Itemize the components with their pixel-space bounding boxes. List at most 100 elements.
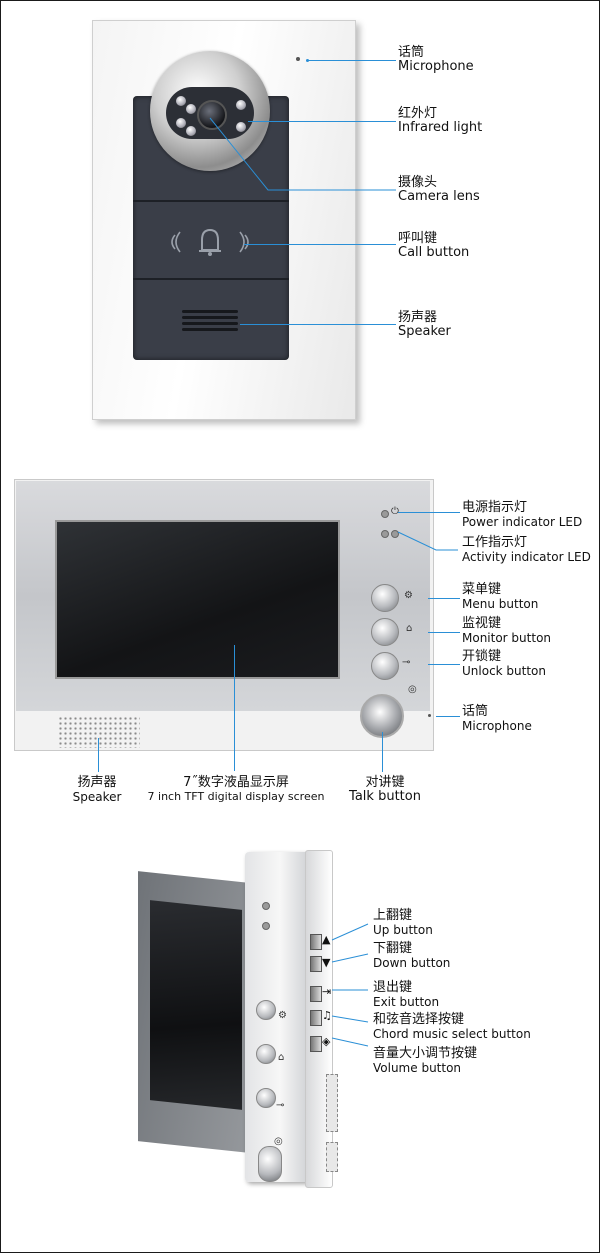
- leader-line: [240, 324, 396, 325]
- label-en: Monitor button: [462, 631, 552, 645]
- leader-line: [428, 664, 460, 665]
- label-cn: 和弦音选择按键: [373, 1012, 465, 1027]
- label-talk-button: 对讲键 Talk button: [346, 775, 424, 804]
- power-icon: ⏻: [391, 506, 399, 517]
- leader-line-diagonal: [209, 117, 396, 191]
- label-en: Microphone: [398, 59, 474, 74]
- label-camera-lens: 摄像头 Camera lens: [398, 175, 480, 204]
- side-frame: [245, 852, 309, 1182]
- label-en: Up button: [373, 923, 433, 937]
- label-en: Activity indicator LED: [462, 550, 591, 564]
- triangle-up-icon: ▲: [322, 933, 331, 946]
- chord-music-select-button[interactable]: [310, 1010, 322, 1026]
- label-en: Power indicator LED: [462, 515, 583, 529]
- house-icon: ⌂: [406, 623, 413, 634]
- label-unlock-button: 开锁键 Unlock button: [462, 649, 546, 678]
- label-microphone: 话筒 Microphone: [398, 45, 474, 74]
- bell-icon[interactable]: [192, 224, 228, 258]
- label-cn: 菜单键: [462, 582, 502, 597]
- key-icon: ⊸: [276, 1100, 285, 1111]
- label-speaker: 扬声器 Speaker: [398, 310, 451, 339]
- label-cn: 电源指示灯: [462, 500, 528, 515]
- panel-divider: [133, 278, 289, 280]
- label-cn: 扬声器: [77, 775, 117, 790]
- label-en: Speaker: [72, 790, 122, 804]
- power-led: [262, 902, 270, 910]
- label-cn: 退出键: [373, 980, 413, 995]
- label-cn: 话筒: [398, 45, 425, 60]
- label-cn: 7˝数字液晶显示屏: [183, 775, 289, 790]
- label-en: Talk button: [349, 789, 421, 804]
- label-activity-led: 工作指示灯 Activity indicator LED: [462, 535, 591, 564]
- activity-led: [262, 922, 270, 930]
- talk-icon: ◎: [408, 684, 417, 695]
- leader-line: [234, 645, 235, 771]
- up-button[interactable]: [310, 934, 322, 950]
- side-talk-button[interactable]: [258, 1146, 282, 1182]
- monitor-button[interactable]: [371, 618, 399, 646]
- label-cn: 工作指示灯: [462, 535, 528, 550]
- leader-line: [382, 732, 383, 772]
- house-icon: ⌂: [278, 1052, 285, 1063]
- leader-line-diagonal: [397, 531, 458, 551]
- label-volume-button: 音量大小调节按键 Volume button: [373, 1046, 477, 1075]
- label-en: Exit button: [373, 995, 440, 1009]
- speaker-grille: [58, 716, 140, 748]
- leader-lines-side: [331, 923, 369, 1047]
- label-cn: 红外灯: [398, 106, 438, 121]
- label-down-button: 下翻键 Down button: [373, 941, 450, 970]
- label-en: Chord music select button: [373, 1027, 531, 1041]
- side-monitor-button[interactable]: [256, 1044, 276, 1064]
- side-menu-button[interactable]: [256, 1000, 276, 1020]
- speaker-grille: [182, 310, 238, 334]
- label-cn: 摄像头: [398, 175, 438, 190]
- microphone-hole: [296, 57, 300, 61]
- label-microphone: 话筒 Microphone: [462, 704, 532, 733]
- label-en: Speaker: [398, 324, 451, 339]
- leader-line: [248, 121, 396, 122]
- leader-dot: [306, 59, 309, 62]
- label-cn: 音量大小调节按键: [373, 1046, 478, 1061]
- label-cn: 上翻键: [373, 908, 413, 923]
- leader-line: [428, 598, 460, 599]
- label-cn: 对讲键: [365, 775, 405, 790]
- menu-button[interactable]: [371, 584, 399, 612]
- talk-button[interactable]: [360, 694, 404, 738]
- microphone-hole: [428, 714, 431, 717]
- infrared-led: [186, 104, 196, 114]
- music-note-icon: ♫: [322, 1009, 332, 1022]
- unlock-button[interactable]: [371, 652, 399, 680]
- side-unlock-button[interactable]: [256, 1088, 276, 1108]
- display-screen: [55, 520, 340, 679]
- exit-icon: ⇥: [322, 985, 332, 998]
- label-cn: 监视键: [462, 616, 502, 631]
- leader-line: [436, 716, 460, 717]
- label-menu-button: 菜单键 Menu button: [462, 582, 538, 611]
- infrared-led: [236, 122, 246, 132]
- label-monitor-button: 监视键 Monitor button: [462, 616, 551, 645]
- leader-line: [98, 738, 99, 772]
- volume-button[interactable]: [310, 1036, 322, 1052]
- label-en: Microphone: [462, 719, 532, 733]
- label-call-button: 呼叫键 Call button: [398, 231, 469, 260]
- side-display-screen: [150, 900, 242, 1110]
- exit-button[interactable]: [310, 986, 322, 1002]
- camera-lens: [197, 100, 227, 130]
- panel-divider: [133, 200, 289, 202]
- infrared-led: [186, 126, 196, 136]
- label-display-screen: 7˝数字液晶显示屏 7 inch TFT digital display scr…: [140, 775, 332, 804]
- label-en: Infrared light: [398, 120, 483, 135]
- label-en: Volume button: [373, 1061, 462, 1075]
- side-vent-slot: [326, 1074, 338, 1132]
- leader-line: [244, 244, 396, 245]
- label-cn: 呼叫键: [398, 231, 438, 246]
- side-vent-slot: [326, 1142, 338, 1172]
- label-speaker: 扬声器 Speaker: [72, 775, 122, 804]
- label-en: Menu button: [462, 597, 539, 611]
- down-button[interactable]: [310, 956, 322, 972]
- leader-line: [428, 632, 460, 633]
- label-cn: 话筒: [462, 704, 489, 719]
- volume-icon: ◈: [322, 1035, 331, 1048]
- leader-line: [308, 60, 396, 61]
- label-en: Unlock button: [462, 664, 547, 678]
